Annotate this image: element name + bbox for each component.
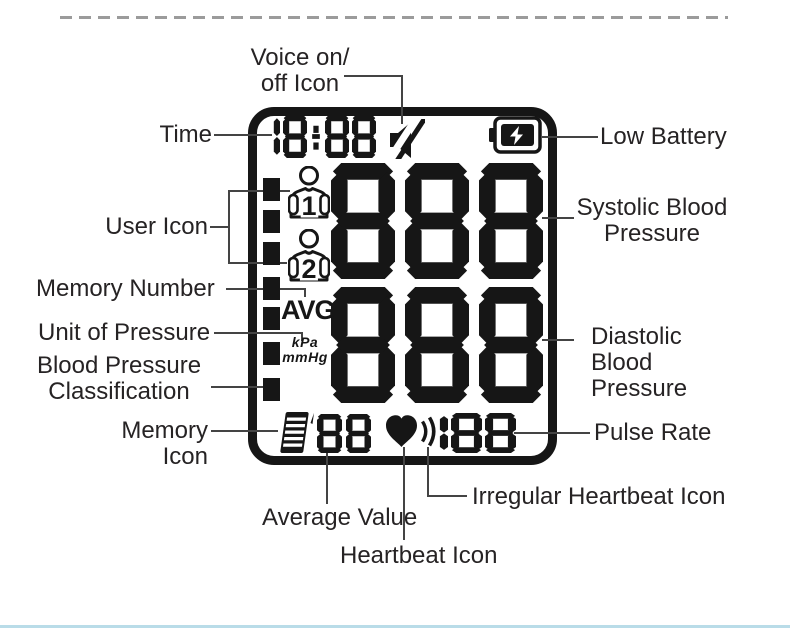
leader-time [214, 134, 272, 136]
leader-irregular-h [427, 495, 467, 497]
leader-voice-h [344, 75, 403, 77]
bp-classification-bar [263, 307, 280, 330]
memory-value-display [317, 414, 371, 453]
label-low-battery: Low Battery [600, 123, 727, 150]
top-dashed-divider [60, 16, 728, 19]
user-1-icon: 1 [288, 166, 330, 219]
leader-diastolic [542, 339, 574, 341]
avg-indicator: AVG [281, 295, 336, 325]
bp-classification-bar [263, 210, 280, 233]
time-display [256, 115, 376, 158]
low-battery-icon [489, 116, 542, 154]
label-pulse-rate: Pulse Rate [594, 419, 712, 446]
leader-user-arm2 [228, 262, 287, 264]
label-user-icon: User Icon [105, 213, 208, 240]
leader-classification [211, 386, 263, 388]
label-bp-classification: Blood Pressure Classification [36, 352, 202, 405]
bp-classification-bar [263, 342, 280, 365]
label-diastolic: Diastolic Blood Pressure [591, 323, 688, 402]
leader-unit [214, 332, 303, 334]
leader-voice-v [401, 75, 403, 124]
user-1-number: 1 [301, 191, 316, 219]
memory-notepad-icon [280, 412, 314, 453]
leader-user-stub [210, 226, 230, 228]
leader-unit-tick [301, 332, 303, 341]
bp-classification-bar [263, 242, 280, 265]
label-unit-of-pressure: Unit of Pressure [38, 319, 211, 346]
label-average-value: Average Value [262, 504, 418, 531]
leader-heartbeat [403, 447, 405, 540]
bp-classification-bar [263, 378, 280, 401]
label-heartbeat-icon: Heartbeat Icon [340, 542, 498, 569]
unit-kpa: kPa [291, 334, 319, 350]
leader-irregular-v [427, 447, 429, 497]
leader-memory-number-tick [304, 288, 306, 297]
leader-user-arm1 [228, 190, 290, 192]
leader-memory-icon [211, 430, 278, 432]
bottom-accent-bar [0, 625, 790, 628]
bp-classification-bar [263, 178, 280, 201]
pressure-units: kPa mmHg [277, 335, 333, 365]
unit-mmhg: mmHg [282, 349, 328, 365]
leader-pulse-rate [514, 432, 590, 434]
user-2-icon: 2 [288, 229, 330, 282]
leader-average-value [326, 452, 328, 504]
voice-on-off-icon [389, 119, 425, 159]
label-memory-number: Memory Number [36, 275, 215, 302]
label-irregular-heartbeat: Irregular Heartbeat Icon [472, 483, 726, 510]
label-voice-on-off: Voice on/ off Icon [250, 44, 350, 97]
heart-icon [386, 415, 436, 447]
leader-systolic [542, 217, 574, 219]
pulse-rate-display [417, 413, 516, 453]
pulse-wave-arcs-icon [421, 416, 436, 447]
systolic-display [331, 163, 543, 279]
user-2-number: 2 [301, 254, 316, 282]
label-time: Time [159, 121, 212, 148]
diastolic-display [331, 287, 543, 403]
bp-classification-bar [263, 277, 280, 300]
label-memory-icon: Memory Icon [121, 417, 208, 470]
leader-low-battery [542, 136, 598, 138]
label-systolic: Systolic Blood Pressure [576, 194, 728, 247]
leader-user-bracket [228, 190, 230, 264]
